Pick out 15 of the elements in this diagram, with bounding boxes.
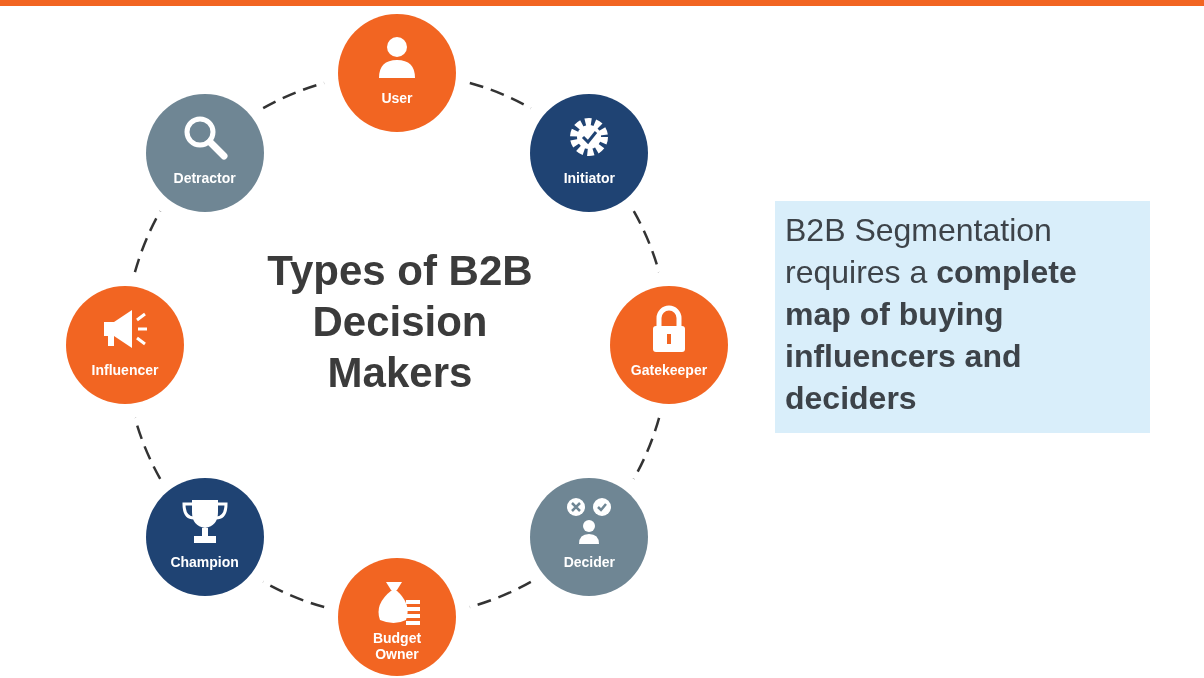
- dashed-connector: [133, 210, 162, 273]
- role-label: User: [380, 90, 414, 106]
- role-label: Initiator: [562, 169, 616, 186]
- callout-text: B2B Segmentation requires a complete map of buying influencers and deciders: [785, 211, 1078, 418]
- dashed-connector: [632, 417, 661, 480]
- dashed-connector: [262, 580, 325, 609]
- role-label: Gatekeeper: [629, 362, 709, 378]
- role-label: Detractor: [172, 169, 237, 186]
- role-label: Budget Owner: [371, 630, 423, 662]
- role-label: Decider: [562, 554, 616, 571]
- role-label: Champion: [169, 554, 240, 571]
- callout-panel: [775, 201, 1150, 433]
- role-label: Influencer: [90, 362, 160, 378]
- dashed-connector: [469, 81, 532, 110]
- title: Types of B2B Decision Makers: [266, 246, 534, 398]
